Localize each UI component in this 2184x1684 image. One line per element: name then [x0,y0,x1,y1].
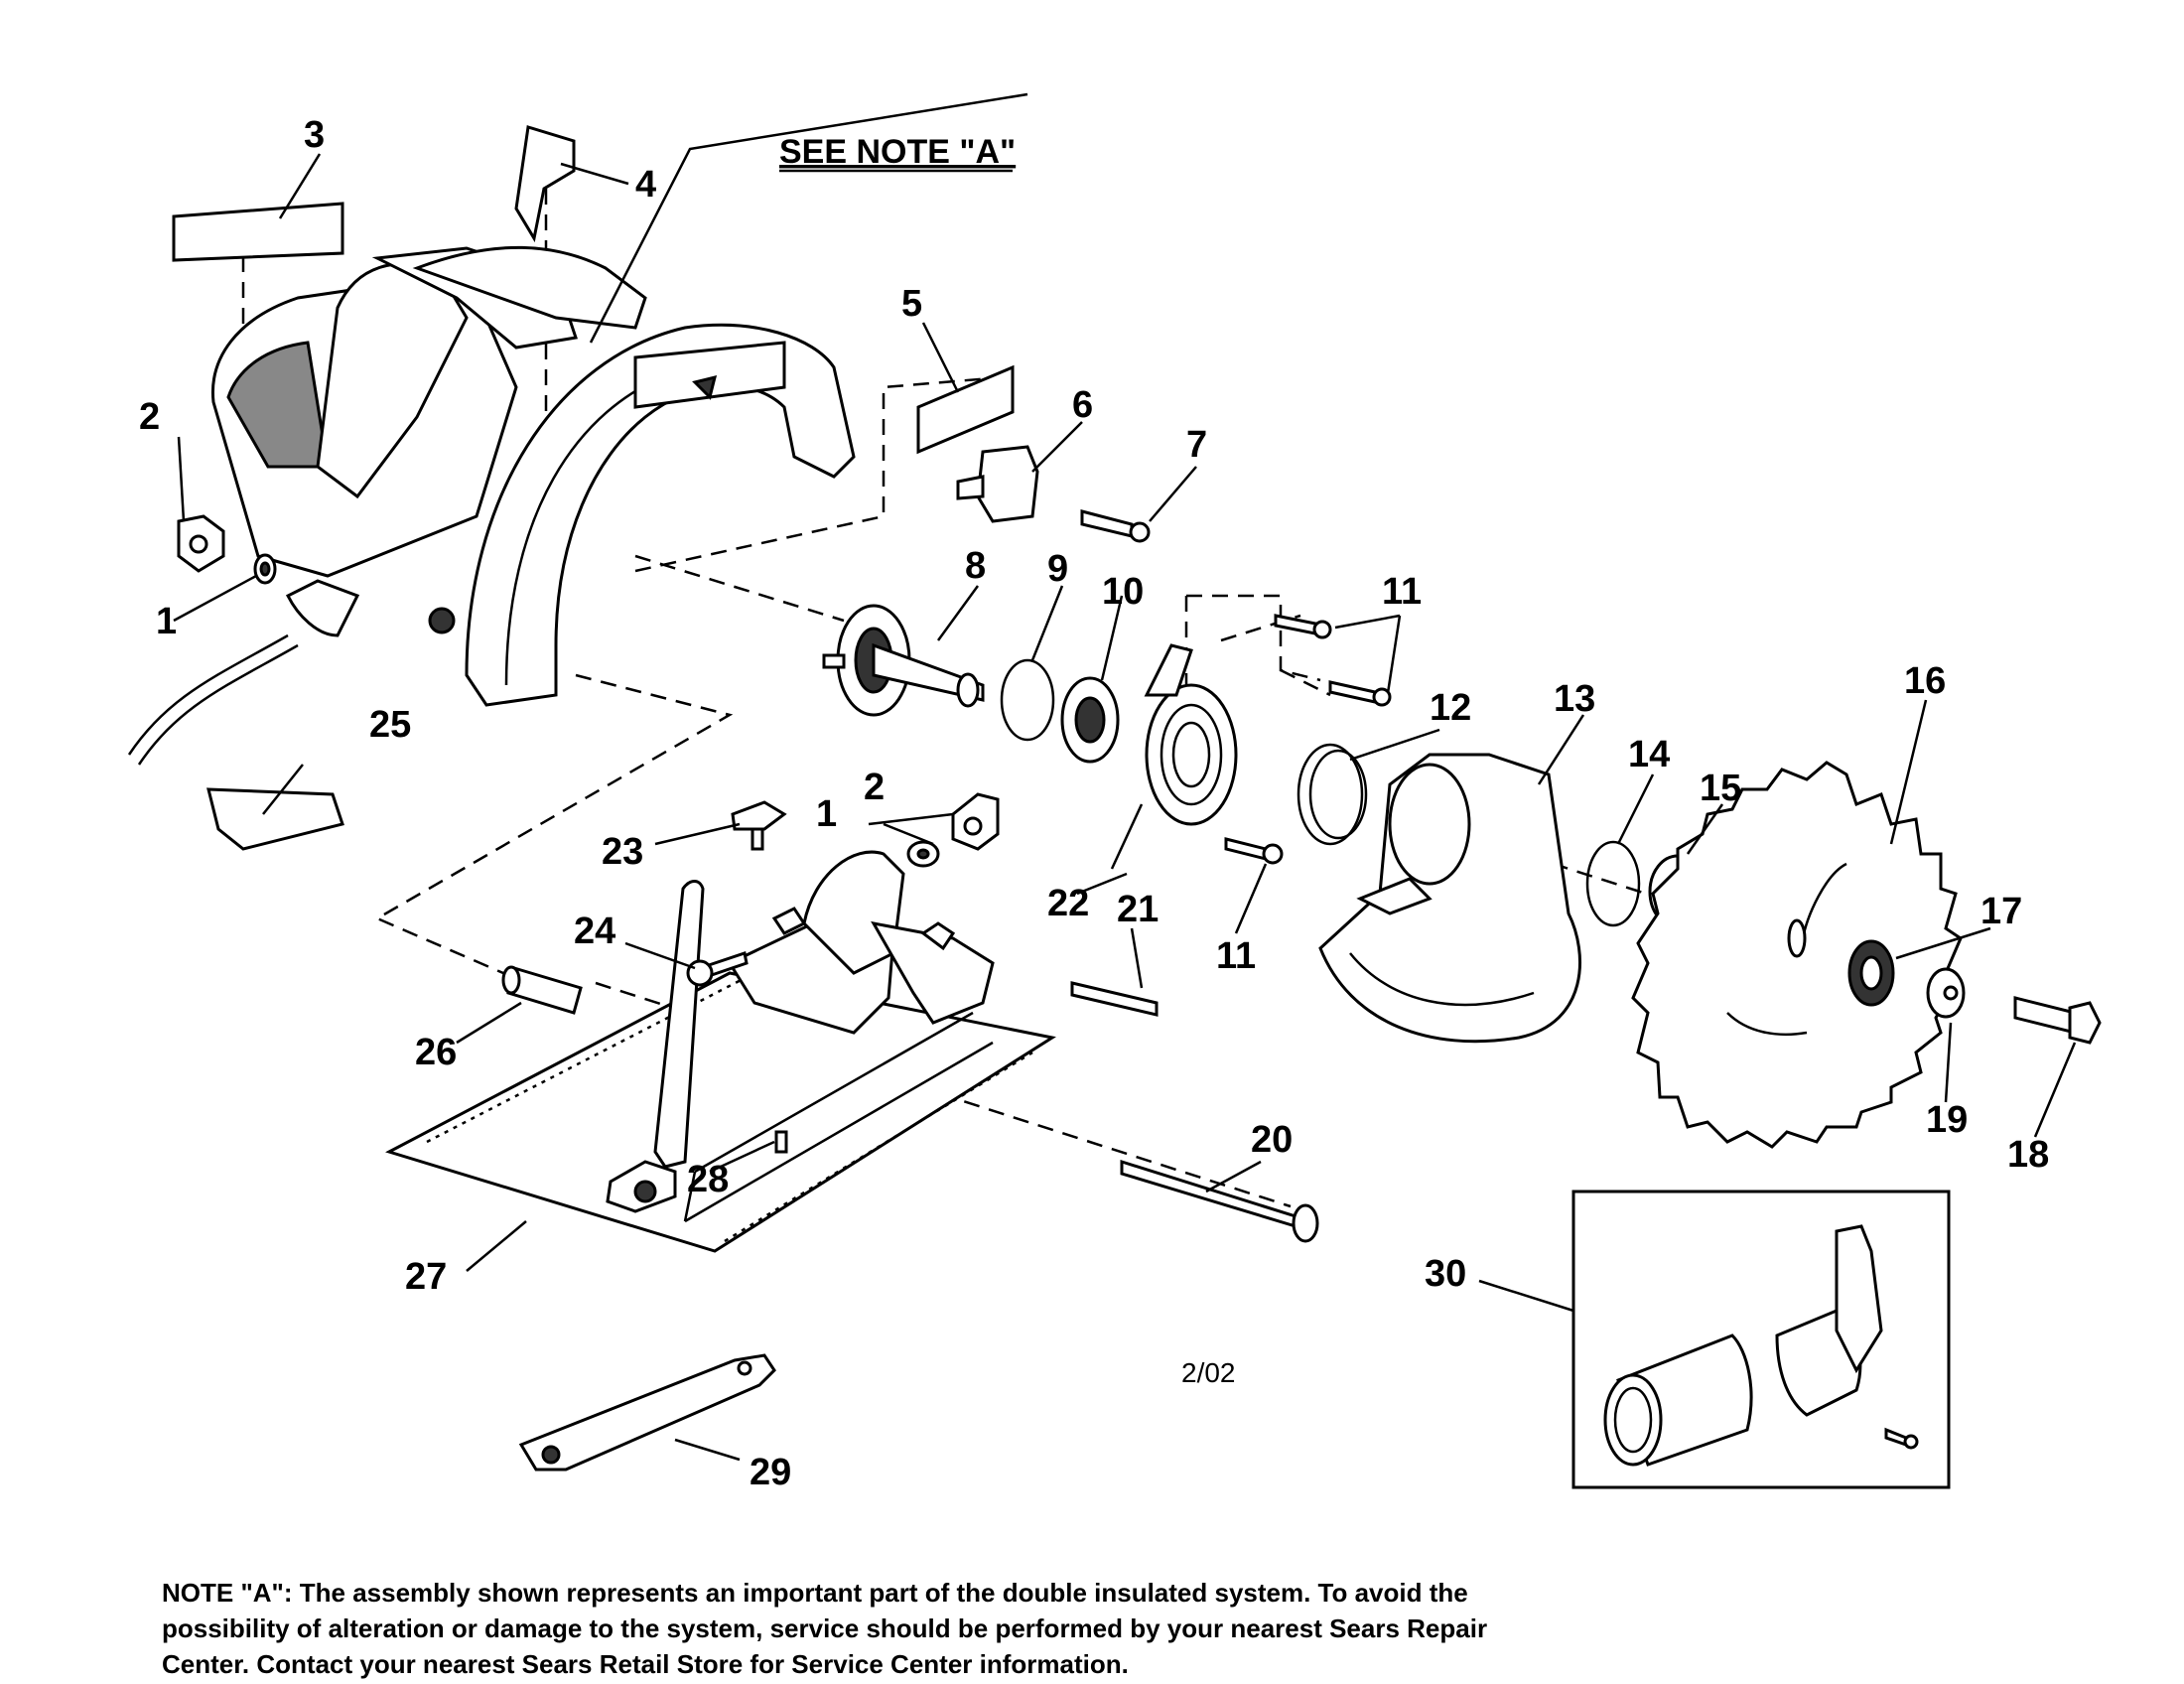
part-9-retaining-ring [1000,658,1055,742]
leader-lines [173,92,2077,1462]
part-13-lower-guard [1318,753,1581,1044]
part-7-screw [1080,509,1151,543]
callout-labels: 3 4 5 2 1 6 7 8 9 10 11 12 13 14 15 16 1… [139,114,2049,1493]
callout-18: 18 [2007,1134,2049,1176]
callout-27: 27 [405,1256,447,1298]
callout-15: 15 [1700,768,1741,809]
callout-4: 4 [635,164,656,206]
base-ruler-ticks [426,971,1033,1243]
part-26-sleeve [501,965,583,1015]
part-29-wrench [518,1353,776,1472]
callout-7: 7 [1186,424,1207,466]
part-14-ring [1585,840,1641,927]
upper-blade-guard [465,323,856,707]
part-3-label-plate [172,202,344,262]
part-19-clamp-washer [1926,967,1966,1019]
note-a-text: NOTE "A": The assembly shown represents … [162,1578,1488,1679]
part-1-washer-upper [253,553,277,585]
callout-2-lower: 2 [864,767,885,808]
callout-23: 23 [602,831,643,873]
callout-17: 17 [1980,891,2022,932]
part-2-wing-knob-lower [951,792,1000,851]
see-note-a-header: SEE NOTE "A" [779,133,1016,171]
callout-9: 9 [1047,548,1068,590]
part-22-spring-assembly [1144,643,1238,826]
part-4-switch [514,125,576,243]
part-16-saw-blade [1631,761,1963,1149]
callout-13: 13 [1554,678,1595,720]
callout-11-lower: 11 [1216,935,1256,977]
callout-28: 28 [687,1159,729,1200]
part-27-base-plate [385,971,1056,1253]
date-code: 2/02 [1181,1357,1236,1388]
callout-11-upper: 11 [1382,571,1422,613]
part-8-gear-shaft [822,604,985,717]
saw-motor-housing [127,245,647,766]
callout-6: 6 [1072,384,1093,426]
callout-3: 3 [304,114,325,156]
callout-2-upper: 2 [139,396,160,438]
dust-adapter-tube [1603,1333,1753,1467]
callout-26: 26 [415,1032,457,1073]
part-2-wing-knob-upper [177,514,225,573]
callout-12: 12 [1430,687,1471,729]
callout-25: 25 [369,704,411,746]
callout-5: 5 [901,283,922,325]
part-21-pin [1070,981,1159,1017]
callout-29: 29 [750,1452,791,1493]
part-30-inset [1571,1190,1951,1489]
part-25-label [206,787,344,851]
callout-1-lower: 1 [816,793,837,835]
callout-22: 22 [1047,883,1089,924]
callout-16: 16 [1904,660,1946,702]
part-12-spring [1297,743,1368,846]
callout-1-upper: 1 [156,601,177,642]
part-23-knob [731,800,787,851]
callout-24: 24 [574,911,615,952]
part-6-brush-holder [956,445,1039,523]
part-11-screw-lower [1224,837,1284,865]
dust-adapter-bracket [1775,1224,1919,1450]
part-18-blade-bolt [2013,996,2102,1045]
callout-30: 30 [1425,1253,1466,1295]
bevel-bracket-assembly [606,850,995,1213]
callout-10: 10 [1102,571,1144,613]
part-28-set-screw [774,1130,788,1154]
callout-14: 14 [1628,734,1670,775]
part-5-label [916,364,1015,455]
part-10-bearing [1060,676,1120,764]
callout-21: 21 [1117,889,1159,930]
part-17-washer [1847,939,1895,1007]
part-20-long-bolt [1120,1159,1319,1243]
callout-8: 8 [965,545,986,587]
part-1-washer-lower [906,840,940,868]
part-11-screws-upper [1274,614,1392,707]
callout-19: 19 [1926,1099,1968,1141]
callout-20: 20 [1251,1119,1293,1161]
